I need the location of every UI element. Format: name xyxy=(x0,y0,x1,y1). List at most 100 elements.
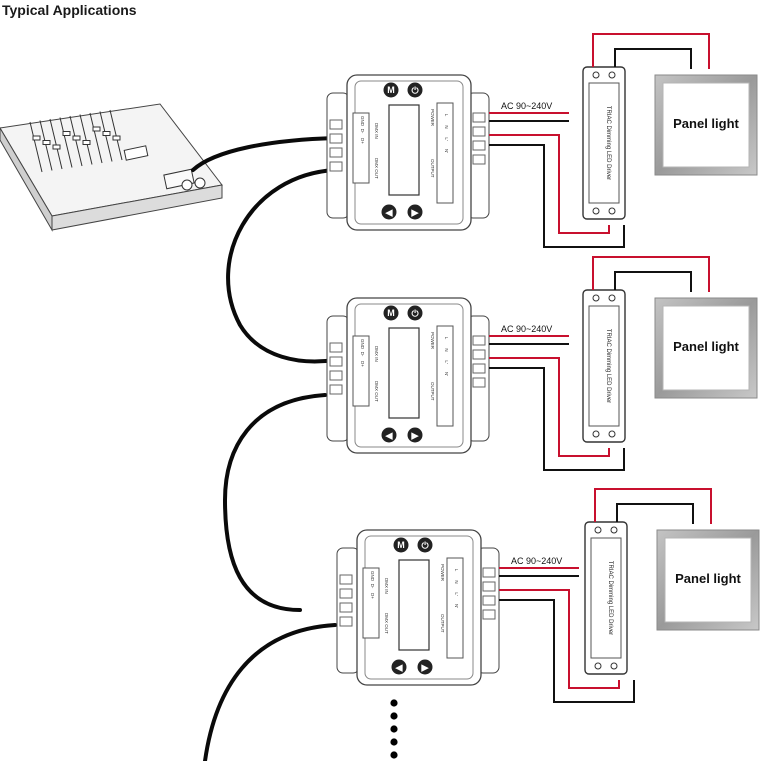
panel-light-label: Panel light xyxy=(673,116,739,131)
rj45-jack xyxy=(339,574,353,585)
screw-terminal xyxy=(472,349,486,360)
terminal-label: N' xyxy=(444,149,449,153)
left-arrow-button[interactable]: ◀ xyxy=(385,431,394,441)
mode-button[interactable]: M xyxy=(387,308,395,318)
rj45-jack xyxy=(329,384,343,395)
dmx-decoder: M ⏻ ◀ ▶ GND D- D+ DMX IN DMX OUT L N L' N' POWER OUTPU… xyxy=(326,74,490,231)
port-label: POWER xyxy=(430,109,435,127)
mains-wires xyxy=(489,112,625,248)
dmx-cable-decoder-3-out xyxy=(203,623,337,761)
port-label: DMX IN xyxy=(374,123,379,139)
port-label: OUTPUT xyxy=(430,159,435,178)
port-label: OUTPUT xyxy=(440,614,445,633)
rj45-jack xyxy=(339,588,353,599)
unit-1: M ⏻ ◀ ▶ GND D- D+ DMX IN DMX OUT L N L' N' POWER OUTPU… xyxy=(326,33,758,248)
rj45-jack xyxy=(329,161,343,172)
terminal-label: D+ xyxy=(360,138,365,144)
mode-button[interactable]: M xyxy=(387,85,395,95)
dmx-cable-decoder-1-to-decoder-2 xyxy=(226,168,337,364)
mains-wires xyxy=(489,335,625,471)
ac-input-label: AC 90~240V xyxy=(501,101,552,111)
port-label: DMX OUT xyxy=(374,158,379,179)
rj45-jack xyxy=(329,147,343,158)
dmx-cables xyxy=(191,136,337,761)
power-button[interactable]: ⏻ xyxy=(411,86,419,96)
port-label: POWER xyxy=(430,332,435,350)
port-label: DMX IN xyxy=(384,578,389,594)
screw-terminal xyxy=(472,154,486,165)
rj45-jack xyxy=(329,119,343,130)
panel-light: Panel light xyxy=(656,529,760,631)
terminal-label: D- xyxy=(360,352,365,357)
port-label: OUTPUT xyxy=(430,382,435,401)
screw-terminal xyxy=(472,112,486,123)
terminal-label: D- xyxy=(360,129,365,134)
left-arrow-button[interactable]: ◀ xyxy=(395,663,404,673)
power-button[interactable]: ⏻ xyxy=(421,541,429,551)
rj45-jack xyxy=(329,370,343,381)
screw-terminal xyxy=(472,126,486,137)
triac-led-driver: TRIAC Dimming LED Driver xyxy=(584,521,628,675)
mode-button[interactable]: M xyxy=(397,540,405,550)
panel-light-label: Panel light xyxy=(675,571,741,586)
rj45-jack xyxy=(329,356,343,367)
power-button[interactable]: ⏻ xyxy=(411,309,419,319)
terminal-label: L' xyxy=(444,360,449,364)
terminal-label: L xyxy=(444,337,449,340)
triac-led-driver: TRIAC Dimming LED Driver xyxy=(582,289,626,443)
terminal-label: N xyxy=(444,125,449,128)
mains-wires xyxy=(499,567,635,703)
terminal-label: D- xyxy=(370,584,375,589)
terminal-label: D+ xyxy=(370,593,375,599)
ac-input-label: AC 90~240V xyxy=(501,324,552,334)
terminal-label: L' xyxy=(444,137,449,141)
screw-terminal xyxy=(472,335,486,346)
dmx-cable-console-to-decoder-1 xyxy=(191,136,337,172)
lcd-screen xyxy=(398,559,430,651)
terminal-label: GND xyxy=(360,116,365,127)
left-arrow-button[interactable]: ◀ xyxy=(385,208,394,218)
port-label: DMX OUT xyxy=(374,381,379,402)
terminal-label: N xyxy=(454,580,459,583)
terminal-label: N' xyxy=(444,372,449,376)
output-wires xyxy=(592,256,710,292)
port-label: DMX OUT xyxy=(384,613,389,634)
screw-terminal xyxy=(472,363,486,374)
lcd-screen xyxy=(388,104,420,196)
panel-light: Panel light xyxy=(654,74,758,176)
rj45-jack xyxy=(339,616,353,627)
port-label: DMX IN xyxy=(374,346,379,362)
driver-label: TRIAC Dimming LED Driver xyxy=(607,561,613,635)
screw-terminal xyxy=(482,567,496,578)
panel-light: Panel light xyxy=(654,297,758,399)
terminal-label: L xyxy=(444,114,449,117)
rj45-jack xyxy=(329,133,343,144)
triac-led-driver: TRIAC Dimming LED Driver xyxy=(582,66,626,220)
screw-terminal xyxy=(482,581,496,592)
dmx-cable-decoder-2-to-decoder-3 xyxy=(222,393,327,612)
right-arrow-button[interactable]: ▶ xyxy=(411,208,420,218)
terminal-label: L xyxy=(454,569,459,572)
dmx-console-icon xyxy=(0,103,223,232)
screw-terminal xyxy=(472,140,486,151)
ac-input-label: AC 90~240V xyxy=(511,556,562,566)
port-label: POWER xyxy=(440,564,445,582)
terminal-label: GND xyxy=(360,339,365,350)
screw-terminal xyxy=(482,609,496,620)
right-arrow-button[interactable]: ▶ xyxy=(411,431,420,441)
driver-label: TRIAC Dimming LED Driver xyxy=(605,329,611,403)
terminal-label: N xyxy=(444,348,449,351)
rj45-jack xyxy=(339,602,353,613)
rj45-jack xyxy=(329,342,343,353)
more-dots-icon xyxy=(390,699,398,759)
right-arrow-button[interactable]: ▶ xyxy=(421,663,430,673)
screw-terminal xyxy=(482,595,496,606)
lcd-screen xyxy=(388,327,420,419)
terminal-label: GND xyxy=(370,571,375,582)
terminal-label: N' xyxy=(454,604,459,608)
panel-light-label: Panel light xyxy=(673,339,739,354)
